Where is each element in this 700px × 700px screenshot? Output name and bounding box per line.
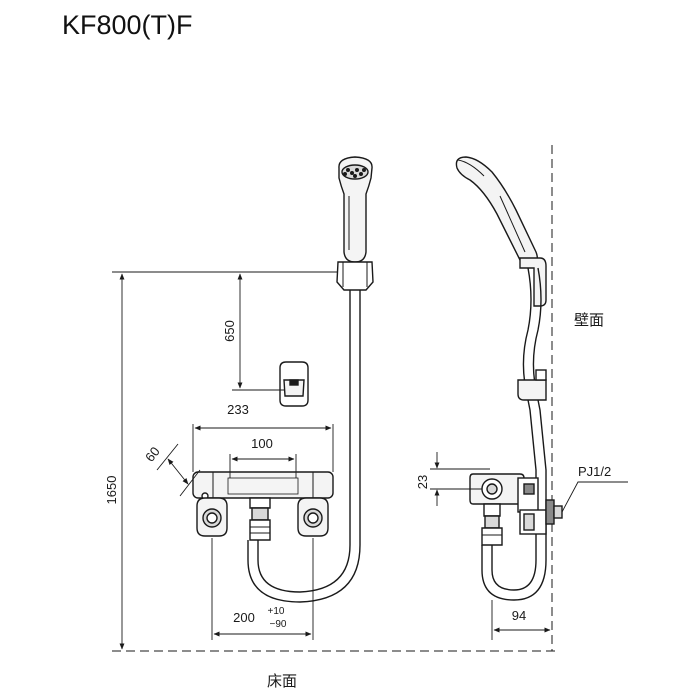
hose-side xyxy=(481,267,547,601)
model-title: KF800(T)F xyxy=(62,10,193,40)
shower-head-front xyxy=(338,156,373,263)
right-inlet-front xyxy=(297,497,329,537)
hose-front xyxy=(247,290,361,603)
dim-650: 650 xyxy=(222,320,237,342)
dim-60: 60 xyxy=(142,444,163,465)
hook-side xyxy=(517,369,547,401)
floor-label: 床面 xyxy=(267,672,297,690)
dim-1650: 1650 xyxy=(104,476,119,505)
shower-holder-front xyxy=(336,261,374,291)
shower-head-side xyxy=(455,156,539,268)
dim-23: 23 xyxy=(415,475,430,489)
dim-200: 200 xyxy=(233,610,255,625)
pipe-label: PJ1/2 xyxy=(578,464,611,479)
hook-holder-front xyxy=(279,361,309,407)
dim-lines-side xyxy=(430,452,628,640)
dim-100: 100 xyxy=(251,436,273,451)
dim-233: 233 xyxy=(227,402,249,417)
dim-tolerance-minus: −90 xyxy=(270,619,287,630)
dim-lines-front xyxy=(112,271,338,650)
dim-tolerance-plus: +10 xyxy=(268,606,285,617)
mixer-body-side xyxy=(469,473,563,546)
left-inlet-front xyxy=(196,497,228,537)
mixer-body-front xyxy=(192,471,334,541)
dim-94: 94 xyxy=(512,608,526,623)
wall-label: 壁面 xyxy=(574,311,604,329)
holder-side xyxy=(519,257,547,307)
